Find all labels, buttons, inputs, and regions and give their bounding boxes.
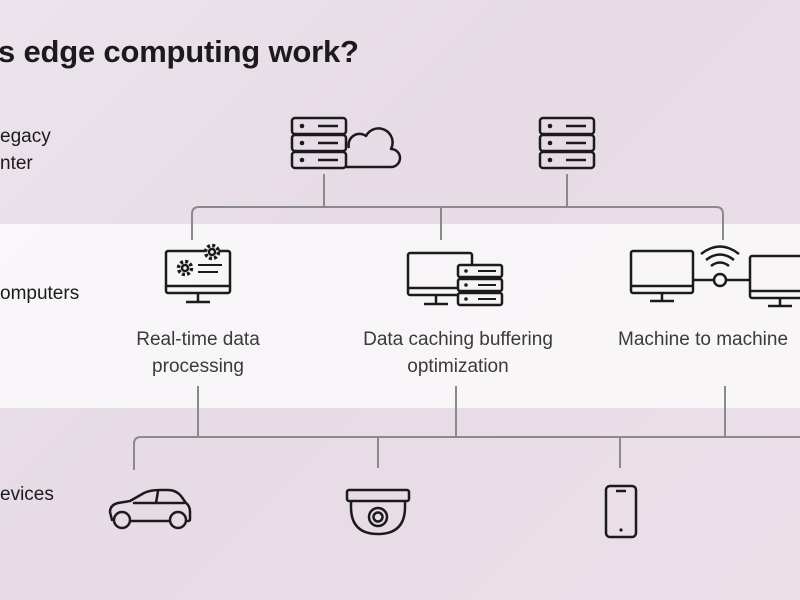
smartphone-icon	[604, 484, 638, 539]
page-title: s edge computing work?	[0, 34, 359, 69]
server-cloud-icon	[290, 116, 402, 170]
connector-lines	[133, 174, 800, 470]
row-label-legacy-line-2: nter	[0, 153, 33, 174]
edge-node-caption-2-line-1: Data caching buffering	[363, 329, 553, 350]
connector-bottom-bus	[133, 436, 800, 470]
car-icon	[108, 488, 192, 530]
edge-node-caption-3: Machine to machine	[618, 326, 788, 353]
row-label-legacy-line-1: egacy	[0, 126, 51, 147]
row-label-devices: evices	[0, 484, 54, 505]
monitor-gears-icon	[164, 243, 232, 304]
server-icon	[538, 116, 596, 170]
edge-node-caption-2: Data caching buffering optimization	[338, 326, 578, 380]
edge-node-caption-1: Real-time data processing	[88, 326, 308, 380]
connector-top-bus	[191, 206, 724, 240]
monitor-server-icon	[406, 251, 504, 307]
row-label-edge: omputers	[0, 283, 80, 304]
security-camera-icon	[345, 488, 411, 536]
edge-node-caption-1-line-1: Real-time data	[136, 329, 260, 350]
edge-node-caption-1-line-2: processing	[152, 356, 244, 377]
edge-band	[0, 224, 800, 408]
edge-node-caption-2-line-2: optimization	[407, 356, 509, 377]
machine-to-machine-icon	[629, 245, 800, 308]
edge-node-caption-3-line-1: Machine to machine	[618, 329, 789, 350]
row-label-legacy: egacy nter	[0, 123, 51, 177]
